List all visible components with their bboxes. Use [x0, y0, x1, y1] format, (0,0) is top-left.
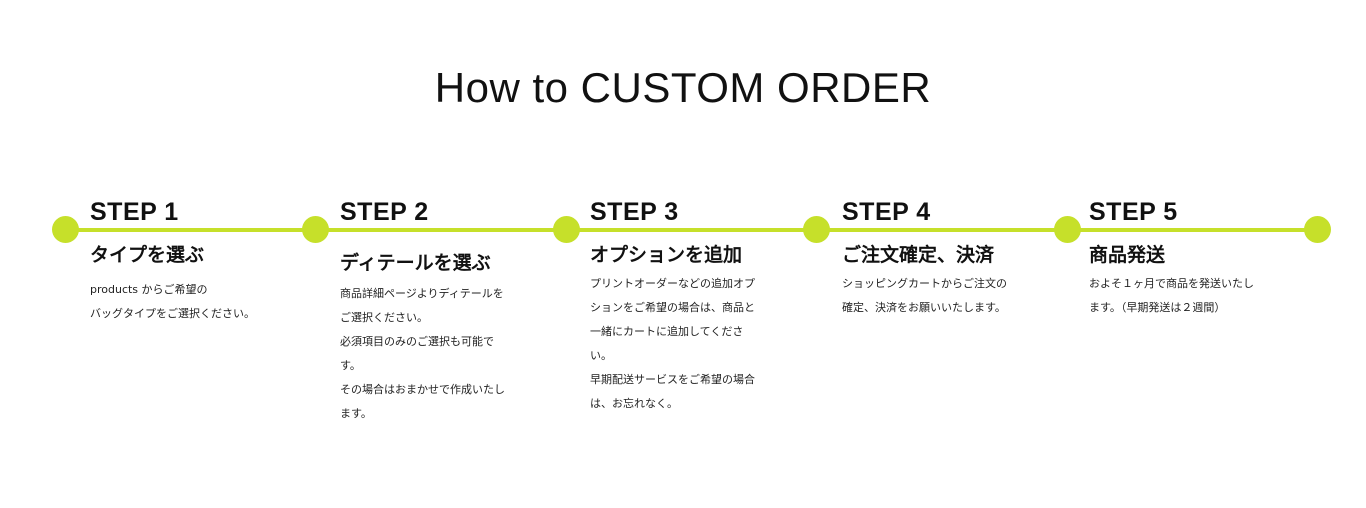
step-title: 商品発送 — [1089, 244, 1166, 266]
timeline-dot-1 — [52, 216, 79, 243]
step-1: STEP 1 タイプを選ぶ products からご希望の バッグタイプをご選択… — [90, 196, 330, 326]
step-label: STEP 2 — [340, 198, 429, 226]
step-3: STEP 3 オプションを追加 プリントオーダーなどの追加オプションをご希望の場… — [590, 196, 830, 416]
step-description-line: バッグタイプをご選択ください。 — [90, 307, 255, 320]
step-label: STEP 4 — [842, 198, 931, 226]
step-description: およそ１ヶ月で商品を発送いたします。（早期発送は２週間） — [1089, 272, 1254, 320]
timeline-dot-end — [1304, 216, 1331, 243]
step-description-line: products からご希望の — [90, 283, 208, 296]
step-description-para: 必須項目のみのご選択も可能です。 — [340, 335, 494, 372]
step-description: products からご希望の バッグタイプをご選択ください。 — [90, 278, 265, 326]
step-description: 商品詳細ページよりディテールをご選択ください。 必須項目のみのご選択も可能です。… — [340, 282, 505, 426]
step-label: STEP 3 — [590, 198, 679, 226]
page-title: How to CUSTOM ORDER — [434, 64, 932, 111]
step-description-para: およそ１ヶ月で商品を発送いたします。（早期発送は２週間） — [1089, 277, 1254, 314]
step-2: STEP 2 ディテールを選ぶ 商品詳細ページよりディテールをご選択ください。 … — [340, 196, 580, 426]
step-description-para: ショッピングカートからご注文の確定、決済をお願いいたします。 — [842, 277, 1007, 314]
step-title: オプションを追加 — [590, 244, 743, 266]
step-label: STEP 5 — [1089, 198, 1178, 226]
timeline-line — [66, 228, 1318, 232]
timeline-dot-4 — [803, 216, 830, 243]
step-label: STEP 1 — [90, 198, 179, 226]
step-title: ディテールを選ぶ — [340, 252, 491, 274]
step-description-para: その場合はおまかせで作成いたします。 — [340, 383, 505, 420]
timeline-dot-2 — [302, 216, 329, 243]
step-4: STEP 4 ご注文確定、決済 ショッピングカートからご注文の確定、決済をお願い… — [842, 196, 1082, 320]
step-title: ご注文確定、決済 — [842, 244, 995, 266]
step-title: タイプを選ぶ — [90, 244, 205, 266]
timeline-dot-3 — [553, 216, 580, 243]
step-description-para: 商品詳細ページよりディテールをご選択ください。 — [340, 287, 504, 324]
step-5: STEP 5 商品発送 およそ１ヶ月で商品を発送いたします。（早期発送は２週間） — [1089, 196, 1329, 320]
step-description-para: 早期配送サービスをご希望の場合は、お忘れなく。 — [590, 373, 755, 410]
step-description: ショッピングカートからご注文の確定、決済をお願いいたします。 — [842, 272, 1007, 320]
timeline-dot-5 — [1054, 216, 1081, 243]
step-description-para: プリントオーダーなどの追加オプションをご希望の場合は、商品と一緒にカートに追加し… — [590, 277, 755, 362]
step-description: プリントオーダーなどの追加オプションをご希望の場合は、商品と一緒にカートに追加し… — [590, 272, 755, 416]
